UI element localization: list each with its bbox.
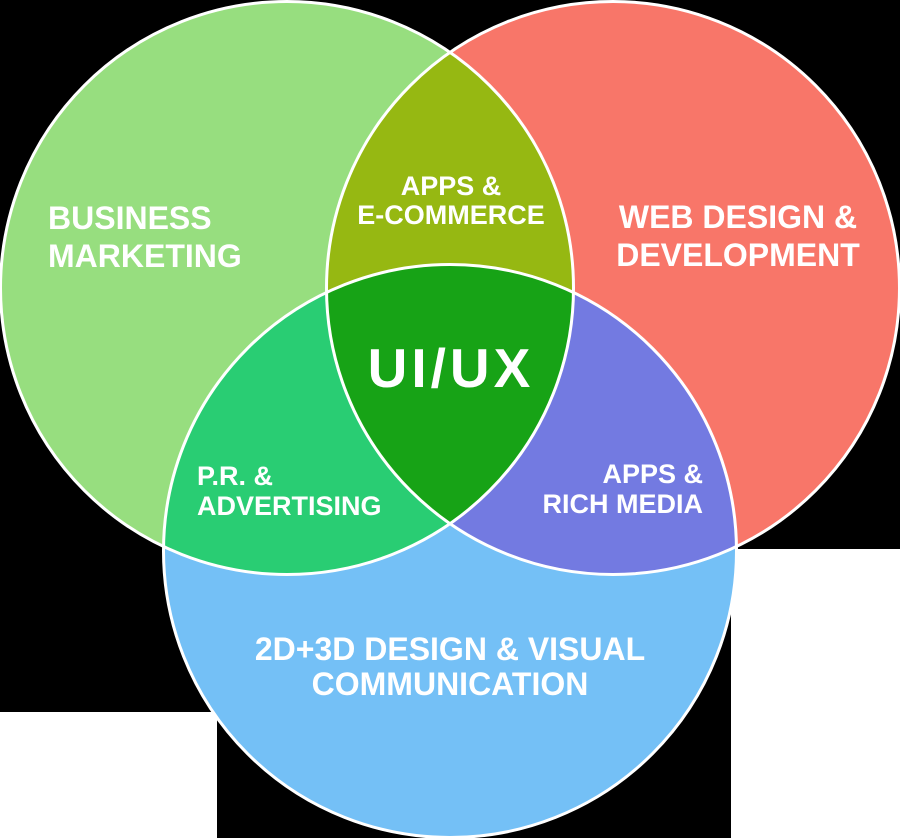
label-rich-line1: APPS & bbox=[602, 459, 703, 489]
label-pr-line2: ADVERTISING bbox=[197, 491, 382, 521]
label-rich-line2: RICH MEDIA bbox=[542, 489, 704, 519]
corner-panel-bottom-left bbox=[0, 712, 217, 838]
label-web-line1: WEB DESIGN & bbox=[618, 199, 858, 235]
outline-business-circle bbox=[0, 0, 575, 576]
label-design-line2: COMMUNICATION bbox=[311, 666, 589, 702]
label-pr-line1: P.R. & bbox=[197, 461, 274, 491]
label-pr-advertising: P.R. & ADVERTISING bbox=[197, 461, 382, 521]
label-ui-ux: UI/UX bbox=[367, 337, 535, 399]
label-design-line1: 2D+3D DESIGN & VISUAL bbox=[254, 631, 646, 667]
label-ecom-line2: E-COMMERCE bbox=[357, 200, 545, 230]
label-web-design-development: WEB DESIGN & DEVELOPMENT bbox=[616, 198, 860, 274]
label-ecom-line1: APPS & bbox=[400, 171, 502, 201]
label-apps-ecommerce: APPS & E-COMMERCE bbox=[357, 172, 545, 230]
label-web-line2: DEVELOPMENT bbox=[616, 237, 860, 273]
label-business-line1: BUSINESS bbox=[48, 200, 212, 236]
corner-panel-bottom-right bbox=[731, 549, 900, 838]
label-2d3d-design: 2D+3D DESIGN & VISUAL COMMUNICATION bbox=[255, 632, 645, 702]
label-business-marketing: BUSINESS MARKETING bbox=[48, 199, 242, 275]
label-apps-rich-media: APPS & RICH MEDIA bbox=[543, 459, 704, 519]
label-business-line2: MARKETING bbox=[48, 238, 242, 274]
